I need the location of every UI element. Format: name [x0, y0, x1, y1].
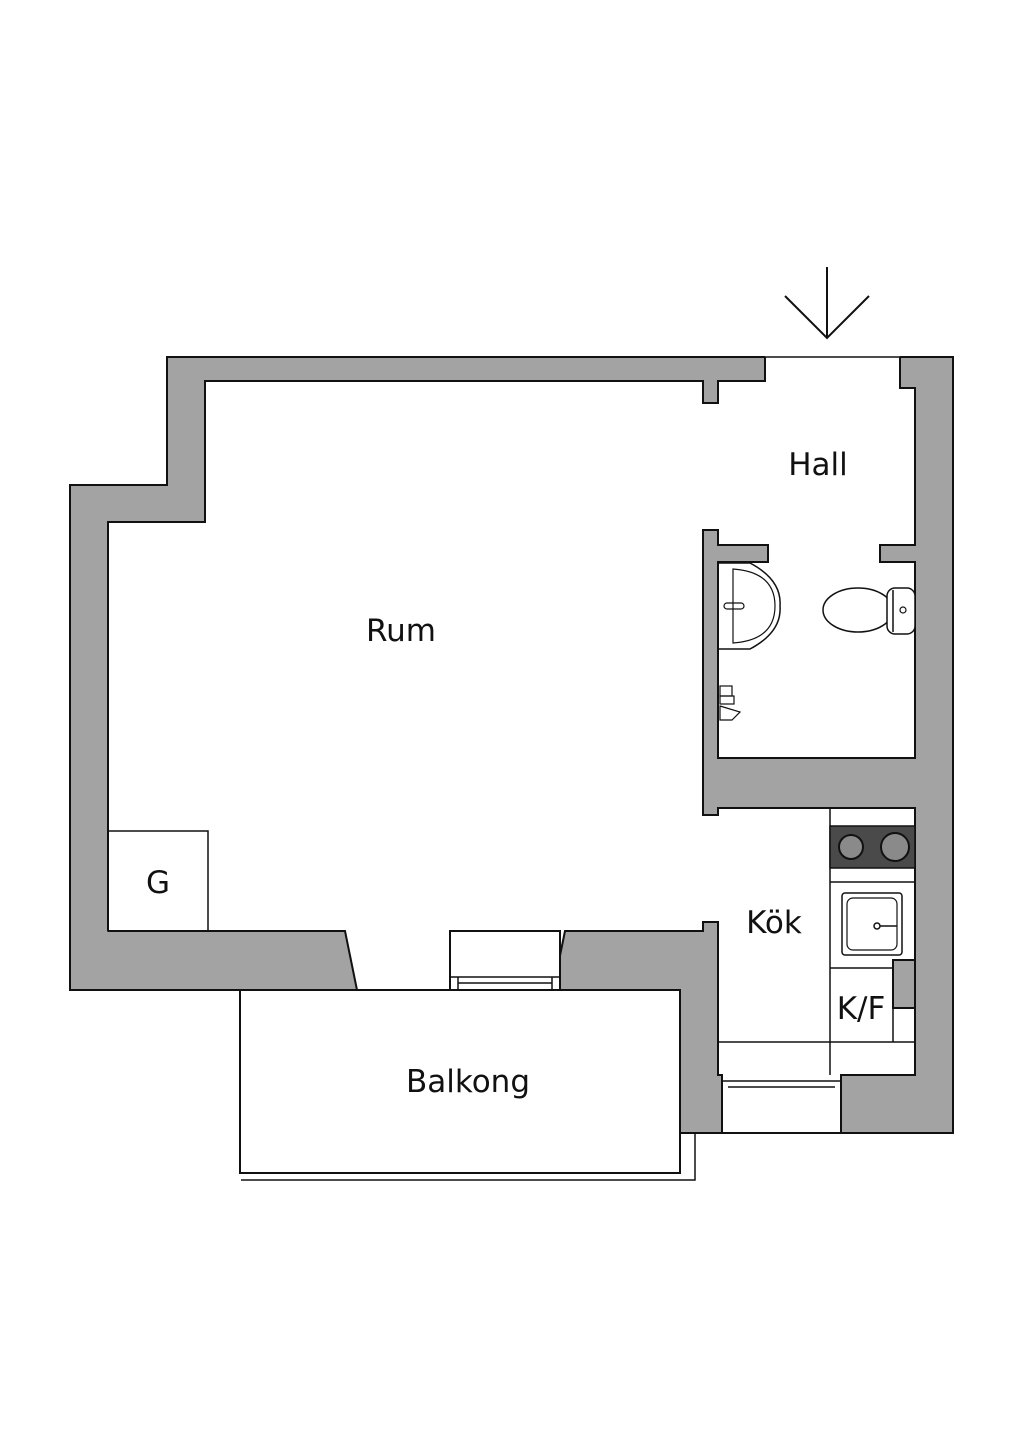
toilet-icon — [822, 587, 916, 635]
label-garderob: G — [146, 865, 170, 901]
room-label-balkong: Balkong — [406, 1064, 530, 1100]
kitchen-counter — [718, 808, 916, 1075]
room-label-kok: Kök — [746, 905, 802, 941]
label-kyl-frys: K/F — [837, 991, 886, 1027]
kitchen-sink-icon — [841, 892, 903, 956]
entrance-arrow-icon — [784, 267, 870, 340]
room-label-rum: Rum — [366, 613, 436, 649]
balcony — [239, 989, 696, 1181]
balcony-door — [449, 930, 561, 991]
shower-mixer-icon — [719, 685, 742, 721]
wardrobe-box — [107, 830, 209, 932]
fridge-notch — [892, 959, 916, 1009]
room-label-hall: Hall — [788, 447, 848, 483]
kitchen-window — [722, 1080, 841, 1134]
washbasin-icon — [718, 562, 781, 650]
room-interiors — [108, 356, 915, 1133]
